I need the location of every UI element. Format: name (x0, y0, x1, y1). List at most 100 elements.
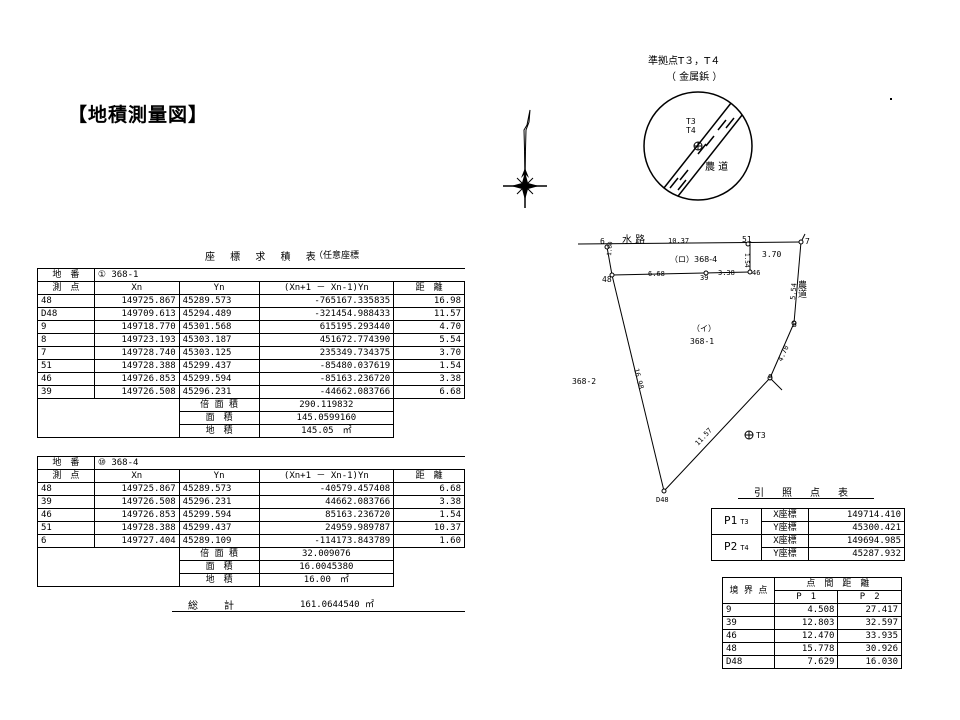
cell: -40579.457408 (258, 482, 395, 496)
point-label: 51 (742, 235, 752, 244)
cell: 6.68 (393, 385, 465, 399)
axis-label: X座標 (760, 508, 810, 522)
cell: 39 (722, 616, 775, 630)
cell: 10.37 (393, 521, 465, 535)
total-underline (172, 611, 465, 612)
header-cell: P 1 (773, 590, 839, 604)
cell: 3.38 (393, 372, 465, 386)
cell: 1.60 (393, 534, 465, 548)
cell: 9 (37, 320, 95, 334)
cell: 6.68 (393, 482, 465, 496)
cell: 32.597 (837, 616, 902, 630)
coord-table-caption: 座 標 求 積 表 (205, 252, 322, 263)
total-label: 総 計 (188, 601, 236, 612)
table-row: Y座標 45287.932 (712, 547, 905, 561)
cell: -44662.083766 (258, 385, 395, 399)
cell: 39 (37, 385, 95, 399)
distance-label: 10.37 (668, 237, 689, 245)
cell: 149726.853 (93, 508, 180, 522)
cell: -85480.037619 (258, 359, 395, 373)
sum-label: 倍 面 積 (178, 547, 260, 561)
cell: 149728.388 (93, 359, 180, 373)
cell: 451672.774390 (258, 333, 395, 347)
cell: 3.70 (393, 346, 465, 360)
cell: 46 (37, 372, 95, 386)
cell: 44662.083766 (258, 495, 395, 509)
cell: 149723.193 (93, 333, 180, 347)
cell: 11.57 (393, 307, 465, 321)
table-header-row: 境 界 点 点 間 距 離 (722, 577, 903, 604)
cell: 149727.404 (93, 534, 180, 548)
sum-label: 面 積 (178, 411, 260, 425)
header-cell: 点 間 距 離 (773, 577, 903, 591)
distance-label: 1.54 (743, 253, 750, 268)
distance-label: 3.70 (762, 250, 781, 259)
cell: 45299.594 (178, 372, 260, 386)
table-row: 地 番 ① 368-1 (37, 268, 465, 282)
cell: 9 (722, 603, 775, 617)
lot-label-i-mark: （イ） (692, 324, 716, 333)
distance-label: 11.57 (694, 426, 714, 447)
distance-label: 16.98 (632, 368, 645, 390)
cell: 24959.989787 (258, 521, 395, 535)
cell: 45289.573 (178, 294, 260, 308)
cell: 51 (37, 521, 95, 535)
distance-label: 1.60 (606, 241, 614, 256)
cell: 51 (37, 359, 95, 373)
cell: 1.54 (393, 359, 465, 373)
cell: 15.778 (773, 642, 839, 656)
sum-value: 16.0045380 (258, 560, 395, 574)
header-cell: 距 離 (393, 281, 465, 295)
label-t4: T4 (686, 126, 696, 135)
axis-label: Y座標 (760, 521, 810, 535)
cell: 45299.594 (178, 508, 260, 522)
header-cell: Yn (178, 469, 260, 483)
coord-table-2: 地 番 ⑩ 368-4 測 点 Xn Yn (Xn+1 － Xn-1)Yn 距 … (37, 456, 465, 587)
header-cell: 境 界 点 (722, 577, 775, 604)
header-cell: Xn (93, 281, 180, 295)
cell: 27.417 (837, 603, 902, 617)
cell: 16.030 (837, 655, 902, 669)
cell: 45296.231 (178, 385, 260, 399)
point-label: 39 (700, 274, 708, 282)
cell: 149725.867 (93, 294, 180, 308)
header-cell: (Xn+1 － Xn-1)Yn (258, 281, 395, 295)
sum-value: 145.0599160 (258, 411, 395, 425)
lot-label: 地 番 (37, 268, 95, 282)
distance-label: 4.70 (777, 344, 791, 363)
lot-value: ⑩ 368-4 (93, 456, 465, 470)
sum-value: 16.00 ㎡ (258, 573, 395, 587)
cell: -114173.843789 (258, 534, 395, 548)
cell: 149726.508 (93, 385, 180, 399)
benchmark-subtitle: （ 金属鋲 ） (666, 72, 723, 83)
cell: 45303.125 (178, 346, 260, 360)
benchmark-detail-diagram (643, 91, 753, 201)
road-label-vertical: 農道 (796, 279, 807, 299)
cell: 149709.613 (93, 307, 180, 321)
cell: 4.508 (773, 603, 839, 617)
header-cell: 距 離 (393, 469, 465, 483)
cell: D48 (37, 307, 95, 321)
cell: 235349.734375 (258, 346, 395, 360)
coord-value: 149694.985 (808, 534, 905, 548)
cell: -85163.236720 (258, 372, 395, 386)
label-t3: T3 (686, 117, 696, 126)
cell: 7 (37, 346, 95, 360)
cell: 45296.231 (178, 495, 260, 509)
sum-value: 32.009076 (258, 547, 395, 561)
cell: 615195.293440 (258, 320, 395, 334)
lot-label: 地 番 (37, 456, 95, 470)
cell: 46 (37, 508, 95, 522)
